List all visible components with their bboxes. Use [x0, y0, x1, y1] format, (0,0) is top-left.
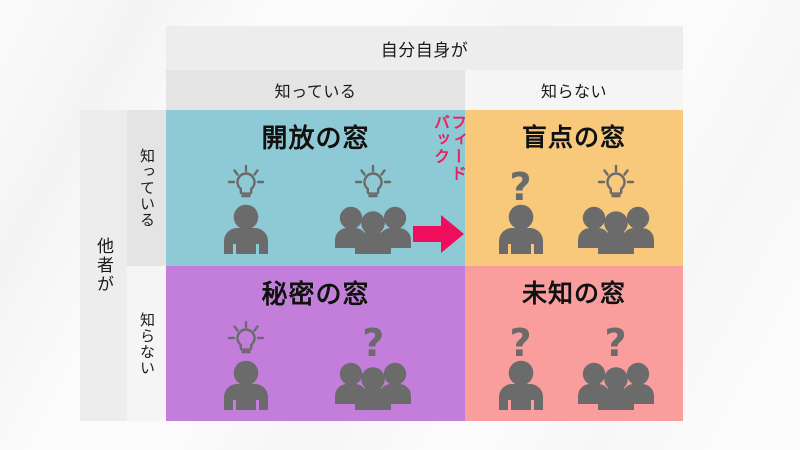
- arrow-right-icon: [413, 215, 464, 253]
- question-mark-glyph: ?: [362, 321, 385, 365]
- lightbulb-icon: [226, 318, 266, 358]
- column-header-known: 知っている: [166, 70, 465, 110]
- group-icon: [577, 362, 654, 410]
- question-mark-glyph: ?: [509, 165, 532, 209]
- feedback-annotation: フィード バック: [413, 114, 465, 266]
- question-mark-icon: ?: [509, 318, 532, 365]
- quadrant-unknown-title: 未知の窓: [521, 280, 626, 308]
- figure-others-hidden: ?: [333, 318, 413, 410]
- figure-self-open: [218, 162, 274, 254]
- figure-others-open: [333, 162, 413, 254]
- row-header-unknown-label: 知らない: [138, 311, 155, 376]
- quadrant-unknown-icons: ? ?: [465, 318, 683, 410]
- question-mark-icon: ?: [509, 162, 532, 209]
- question-mark-icon: ?: [362, 318, 385, 365]
- quadrant-open-title: 開放の窓: [261, 123, 370, 153]
- quadrant-unknown: 未知の窓 ? ?: [465, 266, 683, 421]
- quadrant-open-icons: [166, 162, 465, 254]
- quadrant-blind-title: 盲点の窓: [521, 124, 626, 152]
- group-icon: [335, 362, 412, 410]
- group-icon: [335, 206, 412, 254]
- lightbulb-icon: [353, 162, 393, 202]
- lightbulb-icon: [596, 162, 636, 202]
- question-mark-glyph: ?: [604, 321, 627, 365]
- feedback-label-line2: バック: [431, 114, 448, 165]
- figure-others-unknown: ?: [576, 318, 656, 410]
- figure-self-blind: ?: [493, 162, 549, 254]
- person-icon: [498, 360, 543, 410]
- row-header-unknown: 知らない: [127, 266, 166, 421]
- person-icon: [223, 204, 268, 254]
- quadrant-hidden-title: 秘密の窓: [261, 279, 370, 309]
- row-header-title-label: 他者が: [94, 237, 113, 294]
- row-header-title: 他者が: [80, 110, 127, 421]
- row-header-known-label: 知っている: [138, 148, 155, 228]
- feedback-label: フィード バック: [431, 114, 465, 182]
- feedback-label-line1: フィード: [448, 114, 465, 182]
- question-mark-glyph: ?: [509, 321, 532, 365]
- question-mark-icon: ?: [604, 318, 627, 365]
- group-icon: [577, 206, 654, 254]
- row-header-known: 知っている: [127, 110, 166, 266]
- figure-self-unknown: ?: [493, 318, 549, 410]
- lightbulb-icon: [226, 162, 266, 202]
- person-icon: [223, 360, 268, 410]
- quadrant-open: 開放の窓: [166, 110, 465, 266]
- column-header-title-label: 自分自身が: [380, 40, 469, 60]
- figure-others-blind: [576, 162, 656, 254]
- quadrant-blind-icons: ?: [465, 162, 683, 254]
- quadrant-blind: 盲点の窓 ?: [465, 110, 683, 266]
- column-header-unknown-label: 知らない: [540, 84, 607, 101]
- quadrant-hidden: 秘密の窓: [166, 266, 465, 421]
- column-header-known-label: 知っている: [274, 84, 357, 101]
- figure-self-hidden: [218, 318, 274, 410]
- column-header-title: 自分自身が: [166, 26, 683, 70]
- column-header-unknown: 知らない: [465, 70, 683, 110]
- person-icon: [498, 204, 543, 254]
- quadrant-hidden-icons: ?: [166, 318, 465, 410]
